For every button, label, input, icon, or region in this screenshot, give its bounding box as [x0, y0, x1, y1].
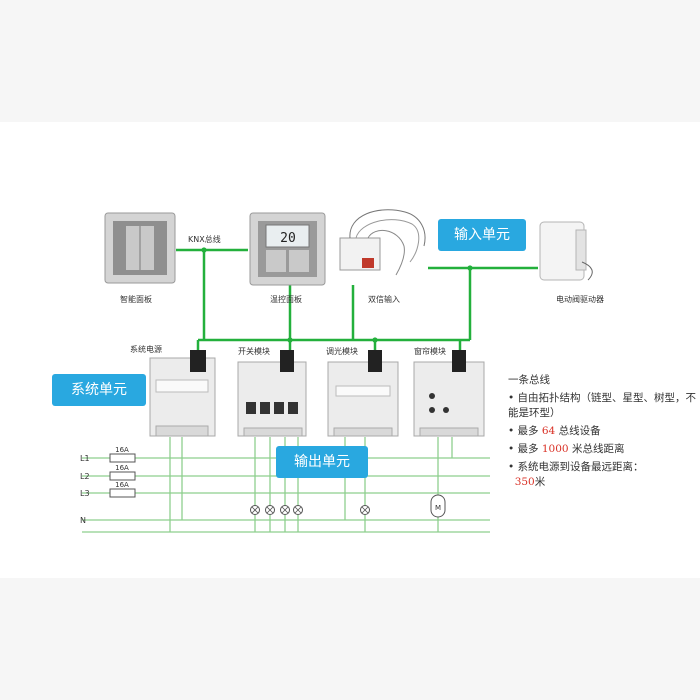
features-notes: 一条总线 • 自由拓扑结构（链型、星型、树型，不能是环型） • 最多 64 总线… [508, 372, 698, 493]
motor-symbol [430, 494, 446, 518]
notes-item-devices: • 最多 64 总线设备 [508, 425, 601, 437]
notes-item-power-distance-prefix: 系统电源到设备最远距离： [517, 461, 644, 473]
output-unit-callout: 输出单元 [276, 446, 368, 478]
breaker-rating-l1: 16A [115, 446, 129, 454]
notes-item-devices-value: 64 [541, 425, 556, 437]
notes-item-devices-prefix: 最多 [517, 425, 539, 437]
neutral-label: N [80, 516, 86, 525]
dimmer-module-label: 调光模块 [326, 347, 358, 356]
bus-label: KNX总线 [188, 235, 221, 244]
input-unit-callout: 输入单元 [438, 219, 526, 251]
breaker-rating-l3: 16A [115, 481, 129, 489]
phase-label-l1: L1 [80, 454, 90, 463]
bus-junction-dots [201, 247, 473, 343]
notes-item-distance: • 最多 1000 米总线距离 [508, 443, 625, 455]
smart-panel-label: 智能面板 [120, 295, 152, 304]
notes-item-distance-value: 1000 [541, 443, 569, 455]
notes-item-distance-suffix: 米总线距离 [571, 443, 625, 455]
valve-actuator-image [539, 221, 593, 281]
system-power-label: 系统电源 [130, 345, 162, 354]
curtain-module-image [413, 350, 485, 437]
phase-label-l2: L2 [80, 472, 90, 481]
breaker-symbols [109, 453, 136, 498]
notes-item-power-distance-value: 350 [514, 476, 535, 488]
notes-item-topology: • 自由拓扑结构（链型、星型、树型，不能是环型） [508, 392, 697, 419]
lamp-symbols [250, 505, 370, 515]
switch-module-label: 开关模块 [238, 347, 270, 356]
switch-module-image [237, 350, 307, 437]
system-unit-callout: 系统单元 [52, 374, 146, 406]
notes-item-topology-text: 自由拓扑结构（链型、星型、树型，不能是环型） [508, 392, 697, 419]
bottom-background-band [0, 578, 700, 700]
binary-input-label: 双信输入 [368, 295, 400, 304]
top-background-band [0, 0, 700, 122]
notes-item-devices-suffix: 总线设备 [558, 425, 601, 437]
dimmer-module-image [327, 350, 399, 437]
thermostat-panel-image [249, 212, 326, 286]
thermostat-panel-label: 温控面板 [270, 295, 302, 304]
phase-label-l3: L3 [80, 489, 90, 498]
notes-item-power-distance: • 系统电源到设备最远距离： 350米 [508, 461, 644, 488]
notes-item-distance-prefix: 最多 [517, 443, 539, 455]
smart-panel-image [104, 212, 176, 284]
system-power-module-image [149, 350, 216, 437]
thermostat-display-value: 20 [280, 231, 296, 246]
valve-actuator-label: 电动阀驱动器 [556, 295, 604, 304]
motor-label: M [435, 504, 441, 512]
curtain-module-label: 窗帘模块 [414, 347, 446, 356]
notes-title: 一条总线 [508, 374, 550, 386]
breaker-rating-l2: 16A [115, 464, 129, 472]
lamp-cross-marks [251, 506, 369, 514]
power-wiring [82, 437, 490, 533]
binary-input-image [339, 209, 426, 276]
notes-item-power-distance-suffix: 米 [534, 476, 546, 488]
